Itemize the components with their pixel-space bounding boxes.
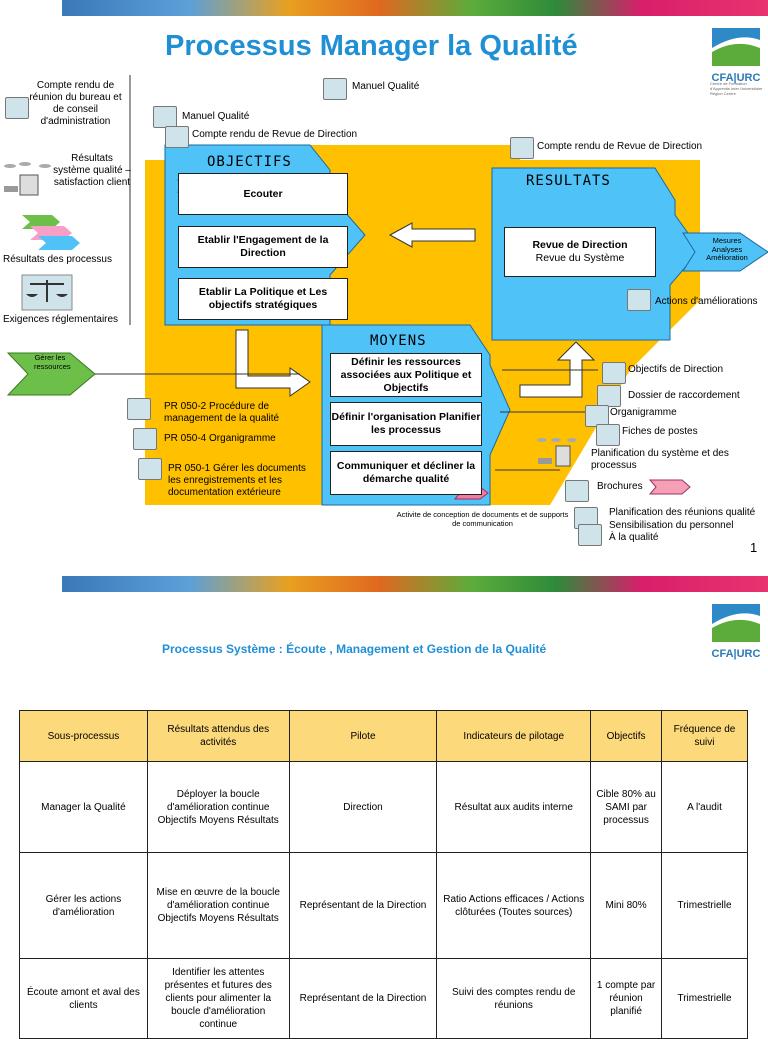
logo-mark-icon — [712, 604, 760, 642]
table-row: Gérer les actions d'amélioration Mise en… — [19, 852, 748, 959]
table-cell: Trimestrielle — [661, 852, 748, 959]
ecouter-box: Ecouter — [178, 173, 348, 215]
output-sensibilisation: Sensibilisation du personnel — [609, 520, 734, 531]
table-cell: 1 compte par réunion planifié — [590, 958, 663, 1039]
table-cell: Représentant de la Direction — [288, 958, 438, 1039]
col-header: Pilote — [288, 710, 438, 762]
compte-rendu-bureau-label: Compte rendu de réunion du bureau et de … — [29, 80, 122, 127]
table-cell: Cible 80% au SAMI par processus — [590, 761, 663, 853]
cr-revue-right: Compte rendu de Revue de Direction — [537, 141, 703, 152]
document-icon — [597, 382, 625, 407]
document-icon — [578, 521, 606, 546]
table-cell: Gérer les actions d'amélioration — [19, 852, 148, 959]
objectifs-header: OBJECTIFS — [207, 154, 292, 170]
table-cell: Écoute amont et aval des clients — [19, 958, 148, 1039]
output-fiches: Fiches de postes — [622, 426, 698, 437]
communiquer-box: Communiquer et décliner la démarche qual… — [330, 451, 482, 495]
table-cell: Représentant de la Direction — [288, 852, 438, 959]
table-cell: Trimestrielle — [661, 958, 748, 1039]
table-row: Manager la Qualité Déployer la boucle d'… — [19, 761, 748, 853]
output-organigramme: Organigramme — [610, 407, 677, 418]
document-icon — [602, 359, 630, 384]
table-cell: Manager la Qualité — [19, 761, 148, 853]
col-header: Résultats attendus des activités — [146, 710, 290, 762]
cr-revue-left: Compte rendu de Revue de Direction — [192, 129, 358, 140]
cfa-urc-logo: CFA|URC Centre de Formation d'Apprentis … — [708, 22, 764, 98]
table-cell: Ratio Actions efficaces / Actions clôtur… — [436, 852, 592, 959]
document-icon — [5, 94, 33, 119]
col-header: Sous-processus — [19, 710, 148, 762]
document-icon — [627, 286, 655, 311]
table-row: Écoute amont et aval des clients Identif… — [19, 958, 748, 1039]
resultats-sq-label: Résultats système qualité – satisfaction… — [53, 153, 131, 188]
table-cell: Identifier les attentes présentes et fut… — [146, 958, 290, 1039]
table-cell: Direction — [288, 761, 438, 853]
exigences-label: Exigences réglementaires — [3, 314, 119, 325]
document-icon — [127, 395, 155, 420]
document-icon — [153, 103, 181, 128]
table-cell: Mini 80% — [590, 852, 663, 959]
pr-050-4: PR 050-4 Organigramme — [164, 433, 276, 444]
output-objectifs: Objectifs de Direction — [628, 364, 724, 375]
output-reunions: Planification des réunions qualité — [609, 507, 756, 518]
top-color-stripe — [62, 0, 768, 16]
definir-organisation-box: Définir l'organisation Planifier les pro… — [330, 402, 482, 446]
manuel-qualite-left: Manuel Qualité — [182, 111, 250, 122]
output-brochures: Brochures — [597, 481, 643, 492]
feedback-arrow — [388, 222, 476, 248]
pr-050-2: PR 050-2 Procédure de management de la q… — [164, 401, 280, 424]
page-title: Processus Manager la Qualité — [165, 30, 578, 62]
table-cell: Suivi des comptes rendu de réunions — [436, 958, 592, 1039]
document-icon — [565, 477, 593, 502]
col-header: Indicateurs de pilotage — [436, 710, 592, 762]
top-color-stripe-2 — [62, 576, 768, 592]
definir-ressources-box: Définir les ressources associées aux Pol… — [330, 353, 482, 397]
document-icon — [510, 134, 538, 159]
document-icon — [138, 455, 166, 480]
moyens-header: MOYENS — [370, 333, 427, 349]
slide2-title: Processus Système : Écoute , Management … — [162, 642, 547, 656]
activite-label: Activite de conception de documents et d… — [396, 510, 569, 528]
process-table: Sous-processus Résultats attendus des ac… — [19, 710, 748, 1039]
revue-title: Revue de Direction — [532, 239, 628, 251]
page-number: 1 — [750, 540, 758, 555]
col-header: Fréquence de suivi — [661, 710, 748, 762]
objectifs-to-moyens-arrow — [235, 329, 311, 397]
revue-sub: Revue du Système — [535, 252, 625, 264]
logo-mark-icon — [712, 28, 760, 66]
pr-050-1: PR 050-1 Gérer les documents les enregis… — [168, 463, 306, 498]
actions-ameliorations-label: Actions d'améliorations — [655, 296, 758, 307]
gerer-ressources-arrow — [6, 352, 96, 396]
moyens-to-resultats-arrow — [519, 341, 596, 398]
table-cell: Mise en œuvre de la boucle d'amélioratio… — [146, 852, 290, 959]
manuel-qualite-top: Manuel Qualité — [352, 81, 420, 92]
network-icon — [4, 162, 51, 196]
process-table-wrap: Sous-processus Résultats attendus des ac… — [19, 710, 748, 1039]
output-qualite: À la qualité — [609, 532, 659, 543]
gerer-ressources-label: Gérer les ressources — [34, 353, 71, 371]
table-cell: Résultat aux audits interne — [436, 761, 592, 853]
resultats-processus-label: Résultats des processus — [3, 254, 112, 265]
politique-box: Etablir La Politique et Les objectifs st… — [178, 278, 348, 320]
output-planification: Planification du système et des processu… — [591, 448, 729, 471]
mesures-label: Mesures Analyses Amélioration — [706, 236, 748, 262]
engagement-box: Etablir l'Engagement de la Direction — [178, 226, 348, 268]
resultats-header: RESULTATS — [526, 173, 611, 189]
document-icon — [133, 425, 161, 450]
document-icon — [596, 421, 624, 446]
output-dossier: Dossier de raccordement — [628, 390, 740, 401]
table-cell: A l'audit — [661, 761, 748, 853]
network-icon-2 — [537, 438, 577, 467]
document-icon — [165, 123, 193, 148]
cfa-urc-logo-2: CFA|URC — [708, 598, 764, 674]
document-icon — [323, 75, 351, 100]
table-cell: Déployer la boucle d'amélioration contin… — [146, 761, 290, 853]
mesures-arrow — [682, 232, 768, 272]
revue-direction-box: Revue de Direction Revue du Système — [504, 227, 656, 277]
col-header: Objectifs — [590, 710, 663, 762]
